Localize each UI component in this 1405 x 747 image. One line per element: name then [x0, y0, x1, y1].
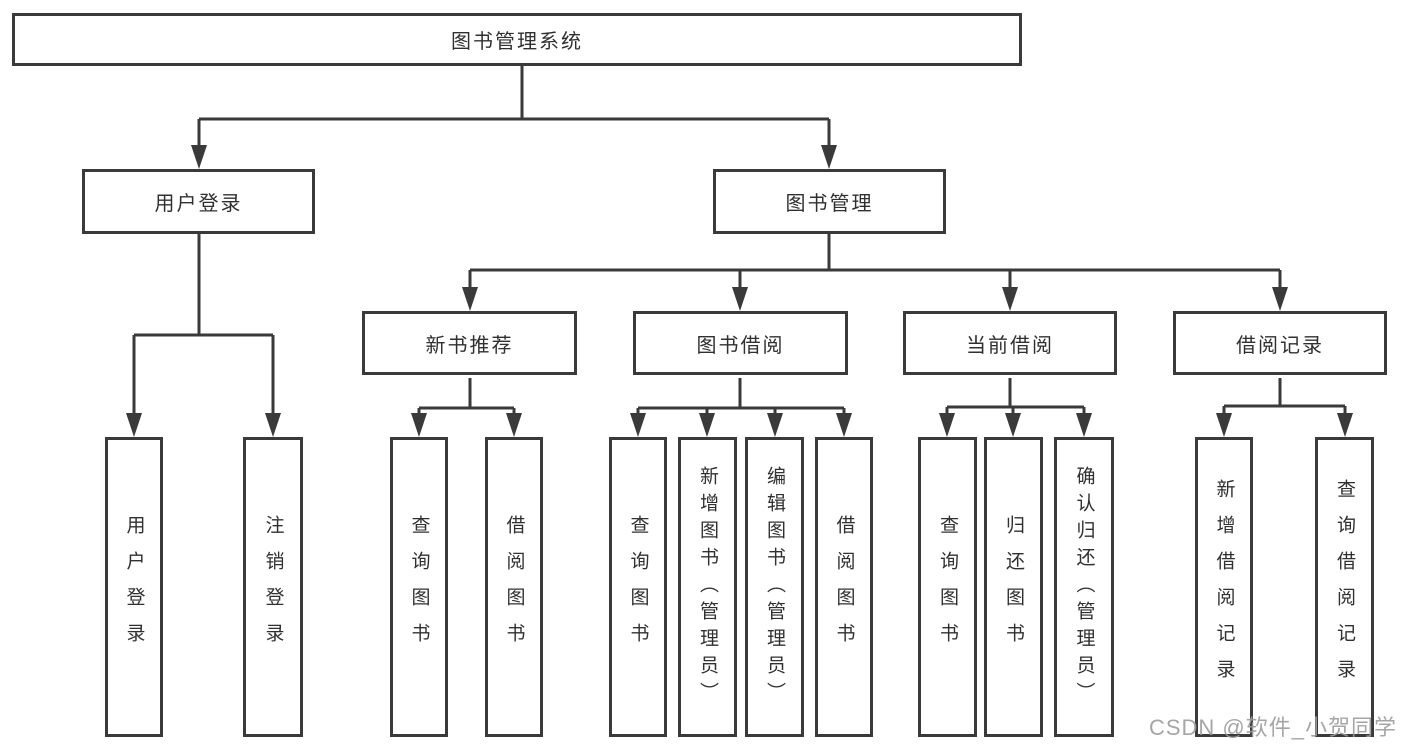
leaf-query-borrow-record-label: 查询借阅记录 — [1334, 479, 1355, 695]
leaf-confirm-return-admin: 确认归还（管理员） — [1054, 437, 1114, 737]
connector-root-stems — [197, 119, 831, 146]
arrow-icon — [699, 413, 715, 437]
node-book-borrowing: 图书借阅 — [633, 311, 848, 375]
arrowheads — [126, 145, 1353, 437]
arrow-icon — [630, 413, 646, 437]
connector-records-trunk — [1224, 378, 1345, 408]
connector-current-stems — [945, 407, 1086, 414]
leaf-borrow-books-2-label: 借阅图书 — [833, 515, 855, 659]
arrow-icon — [1076, 413, 1092, 437]
leaf-add-books-admin: 新增图书（管理员） — [678, 437, 737, 737]
leaf-confirm-return-admin-label: 确认归还（管理员） — [1073, 465, 1095, 709]
node-new-book-recommend-label: 新书推荐 — [425, 334, 514, 357]
arrow-icon — [821, 145, 837, 169]
leaf-borrow-books-1-label: 借阅图书 — [503, 515, 525, 659]
connector-userlogin-trunk — [134, 234, 273, 337]
leaf-borrow-books-2: 借阅图书 — [815, 437, 873, 737]
arrow-icon — [126, 413, 142, 437]
csdn-watermark: CSDN @软件_小贺同学 — [1148, 715, 1397, 740]
node-user-login-label: 用户登录 — [154, 193, 243, 215]
arrow-icon — [732, 287, 748, 311]
connector-borrow-stems — [636, 408, 846, 414]
arrow-icon — [1005, 413, 1021, 437]
leaf-query-borrow-record: 查询借阅记录 — [1315, 437, 1374, 737]
leaf-query-books-3-label: 查询图书 — [937, 515, 958, 659]
leaf-return-books-label: 归还图书 — [1003, 515, 1024, 659]
leaf-query-books-3: 查询图书 — [918, 437, 977, 737]
arrow-icon — [767, 413, 783, 437]
node-borrowing-records: 借阅记录 — [1173, 311, 1387, 375]
arrow-icon — [1272, 287, 1288, 311]
arrow-icon — [1337, 413, 1353, 437]
connector-bookmgmt-trunk — [470, 234, 1280, 272]
leaf-query-books-2: 查询图书 — [609, 437, 667, 737]
leaf-add-books-admin-label: 新增图书（管理员） — [697, 465, 718, 709]
node-current-borrowing: 当前借阅 — [903, 311, 1117, 375]
connector-newrec-trunk — [419, 378, 514, 410]
arrow-icon — [1216, 413, 1232, 437]
arrow-icon — [265, 413, 281, 437]
connector-borrow-trunk — [638, 378, 844, 410]
node-root-label: 图书管理系统 — [451, 31, 583, 53]
leaf-query-books-1-label: 查询图书 — [408, 515, 430, 659]
node-user-login: 用户登录 — [82, 169, 315, 234]
arrow-icon — [462, 287, 478, 311]
connector-current-trunk — [947, 378, 1084, 409]
leaf-user-login-label: 用户登录 — [123, 515, 145, 659]
connector-records-stems — [1222, 406, 1347, 414]
leaf-query-books-2-label: 查询图书 — [627, 515, 649, 659]
arrow-icon — [1002, 287, 1018, 311]
node-current-borrowing-label: 当前借阅 — [966, 334, 1054, 357]
leaf-borrow-books-1: 借阅图书 — [485, 437, 543, 737]
node-root: 图书管理系统 — [12, 13, 1022, 66]
arrow-icon — [191, 145, 207, 169]
node-borrowing-records-label: 借阅记录 — [1236, 334, 1324, 357]
connector-bookmgmt-stems — [468, 270, 1282, 288]
leaf-logout-label: 注销登录 — [262, 515, 284, 659]
arrow-icon — [939, 413, 955, 437]
leaf-edit-books-admin-label: 编辑图书（管理员） — [764, 465, 785, 709]
leaf-logout: 注销登录 — [243, 437, 303, 737]
arrow-icon — [836, 413, 852, 437]
leaf-add-borrow-record-label: 新增借阅记录 — [1213, 479, 1235, 695]
arrow-icon — [506, 413, 522, 437]
arrow-icon — [411, 413, 427, 437]
node-book-borrowing-label: 图书借阅 — [696, 334, 785, 357]
node-new-book-recommend: 新书推荐 — [362, 311, 577, 375]
node-book-management: 图书管理 — [713, 169, 946, 234]
connector-userlogin-stems — [132, 335, 275, 414]
node-book-management-label: 图书管理 — [785, 193, 874, 215]
leaf-edit-books-admin: 编辑图书（管理员） — [745, 437, 804, 737]
leaf-query-books-1: 查询图书 — [390, 437, 448, 737]
leaf-return-books: 归还图书 — [984, 437, 1043, 737]
leaf-user-login: 用户登录 — [105, 437, 163, 737]
connector-root-trunk — [199, 64, 829, 121]
leaf-add-borrow-record: 新增借阅记录 — [1195, 437, 1253, 737]
